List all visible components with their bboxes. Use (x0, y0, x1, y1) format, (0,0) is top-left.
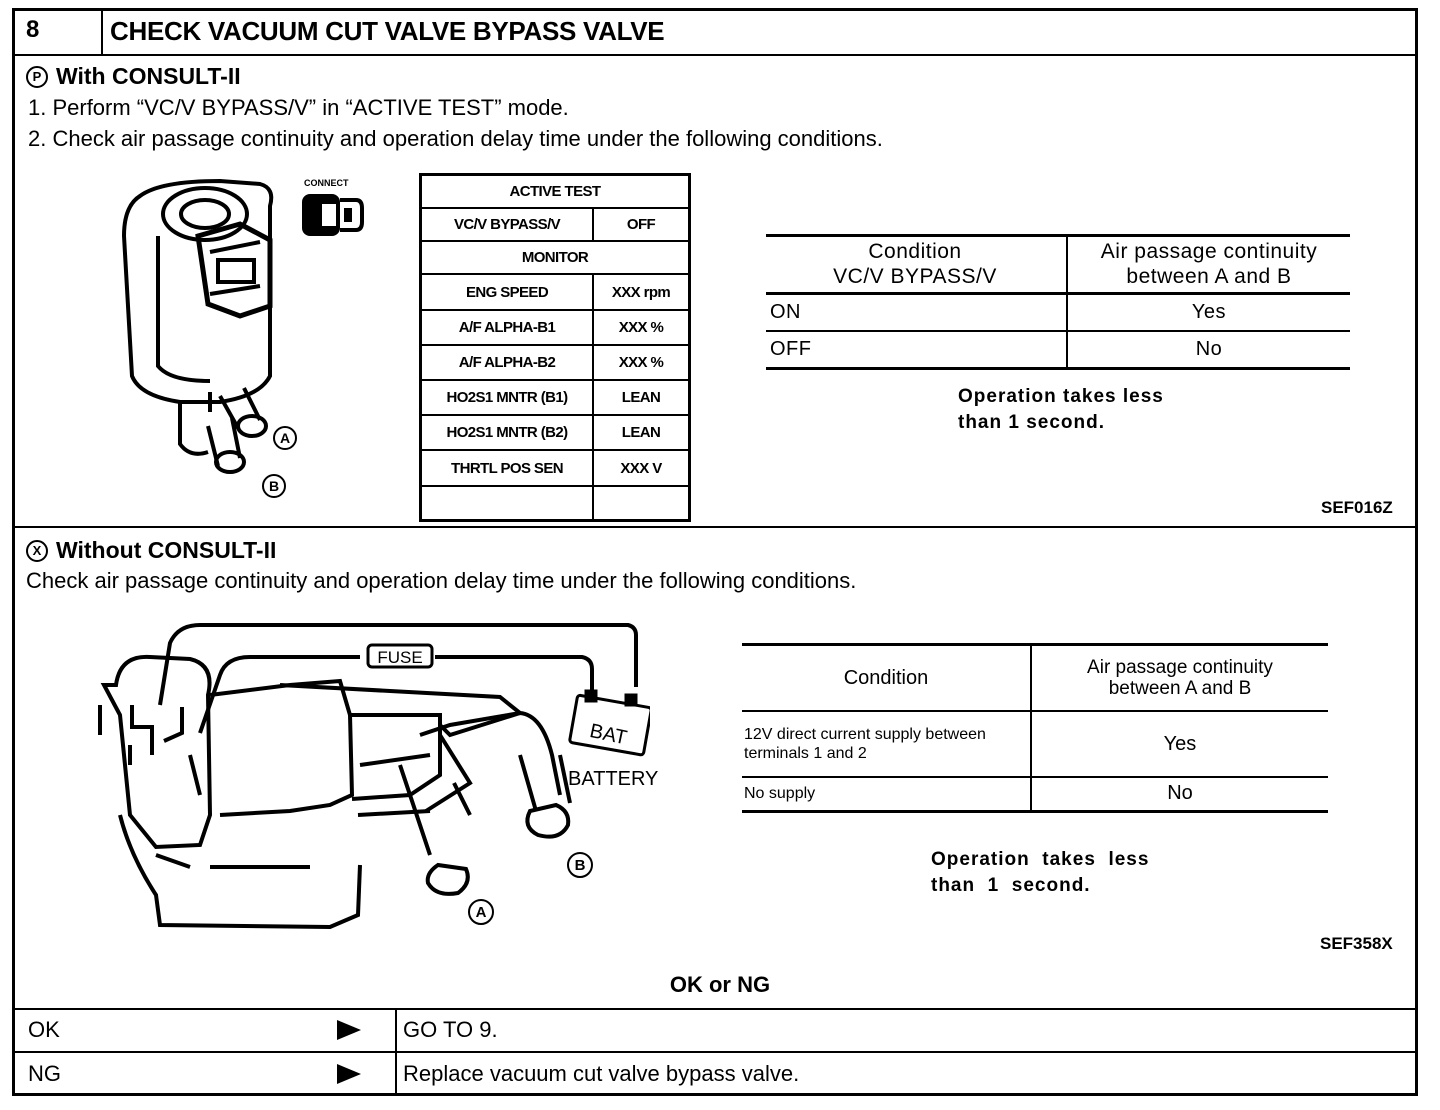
instruction-without: Check air passage continuity and operati… (26, 568, 857, 593)
figure-ref: SEF016Z (1321, 498, 1393, 517)
ng-action: Replace vacuum cut valve bypass valve. (403, 1061, 800, 1086)
result-header: Air passage continuity between A and B (1067, 234, 1350, 295)
condition-header: Condition VC/V BYPASS/V (766, 234, 1068, 295)
result-rule (12, 1008, 1418, 1010)
condition-cell: 12V direct current supply between termin… (742, 711, 1032, 778)
condition-cell: No supply (742, 777, 1032, 813)
result-header-line: between A and B (1108, 678, 1252, 699)
condition-header: Condition (742, 643, 1032, 712)
with-consult-heading: P With CONSULT-II (26, 63, 241, 90)
result-cell: No (1031, 777, 1328, 813)
header-divider (101, 8, 103, 55)
monitor-row-name: THRTL POS SEN (419, 449, 594, 487)
battery-label: BATTERY (568, 768, 659, 790)
monitor-row-name: A/F ALPHA-B1 (419, 309, 594, 346)
operation-note: Operation takes less than 1 second. (931, 847, 1149, 899)
monitor-row-value: LEAN (592, 379, 691, 416)
bench-condition-table: Condition Air passage continuity between… (742, 643, 1328, 813)
monitor-row-empty (592, 485, 691, 521)
valve-wiring-drawing: BAT FUSE (98, 623, 650, 930)
monitor-row-name: ENG SPEED (419, 273, 594, 311)
port-a-icon: A (273, 426, 297, 450)
monitor-row-value: XXX % (592, 344, 691, 381)
ok-label: OK (28, 1017, 60, 1042)
result-header-line: Air passage continuity (1087, 657, 1273, 678)
active-test-item: VC/V BYPASS/V (419, 207, 594, 242)
monitor-row-name: HO2S1 MNTR (B1) (419, 379, 594, 416)
fuse-label: FUSE (377, 648, 422, 667)
note-line: than 1 second. (958, 412, 1106, 433)
consult-condition-table: Condition VC/V BYPASS/V Air passage cont… (766, 234, 1350, 370)
ng-label: NG (28, 1061, 61, 1086)
valve-drawing (121, 178, 274, 474)
connect-icon (302, 194, 364, 236)
ok-action: GO TO 9. (403, 1017, 498, 1042)
no-consult-icon: X (26, 539, 48, 562)
condition-header-line: VC/V BYPASS/V (833, 265, 997, 288)
condition-header-line: Condition (868, 240, 962, 263)
result-header-line: Air passage continuity (1100, 240, 1318, 263)
result-row-rule (12, 1051, 1418, 1053)
port-b-icon: B (262, 474, 286, 498)
fuse-icon (366, 643, 434, 669)
bat-label: BAT (588, 720, 629, 749)
section-rule (12, 526, 1418, 528)
condition-line: terminals 1 and 2 (744, 745, 867, 762)
port-a-icon: A (468, 899, 494, 925)
active-test-table: ACTIVE TEST VC/V BYPASS/V OFF MONITOR EN… (419, 173, 691, 522)
condition-cell: OFF (766, 331, 1068, 370)
monitor-row-value: LEAN (592, 414, 691, 451)
note-line: than 1 second. (931, 875, 1091, 896)
instruction-1: 1. Perform “VC/V BYPASS/V” in “ACTIVE TE… (28, 95, 569, 120)
result-cell: No (1067, 331, 1350, 370)
monitor-row-value: XXX V (592, 449, 691, 487)
step-title: CHECK VACUUM CUT VALVE BYPASS VALVE (110, 16, 665, 46)
operation-note: Operation takes less than 1 second. (958, 384, 1164, 436)
instruction-2: 2. Check air passage continuity and oper… (28, 126, 883, 151)
connect-label: CONNECT (304, 178, 349, 188)
page-frame (12, 8, 1418, 1096)
without-consult-label: Without CONSULT-II (56, 537, 277, 563)
port-b-icon: B (567, 852, 593, 878)
without-consult-heading: X Without CONSULT-II (26, 537, 276, 564)
result-title: OK or NG (669, 972, 771, 997)
condition-cell: ON (766, 293, 1068, 332)
active-test-item-value: OFF (592, 207, 691, 242)
monitor-title: MONITOR (419, 240, 691, 275)
note-line: Operation takes less (931, 849, 1150, 870)
step-number: 8 (26, 16, 40, 43)
condition-line: 12V direct current supply between (744, 726, 986, 743)
note-line: Operation takes less (958, 386, 1164, 407)
result-cell: Yes (1031, 711, 1328, 778)
figure-ref: SEF358X (1320, 934, 1393, 953)
result-header: Air passage continuity between A and B (1031, 643, 1328, 712)
with-consult-label: With CONSULT-II (56, 63, 241, 89)
monitor-row-empty (419, 485, 594, 521)
consult-icon: P (26, 65, 48, 88)
result-cell: Yes (1067, 293, 1350, 332)
result-header-line: between A and B (1126, 265, 1292, 288)
header-rule (12, 54, 1418, 56)
arrow-right-icon (337, 1020, 361, 1040)
monitor-row-name: A/F ALPHA-B2 (419, 344, 594, 381)
monitor-row-value: XXX rpm (592, 273, 691, 311)
arrow-right-icon (337, 1064, 361, 1084)
monitor-row-value: XXX % (592, 309, 691, 346)
active-test-title: ACTIVE TEST (419, 173, 691, 209)
monitor-row-name: HO2S1 MNTR (B2) (419, 414, 594, 451)
